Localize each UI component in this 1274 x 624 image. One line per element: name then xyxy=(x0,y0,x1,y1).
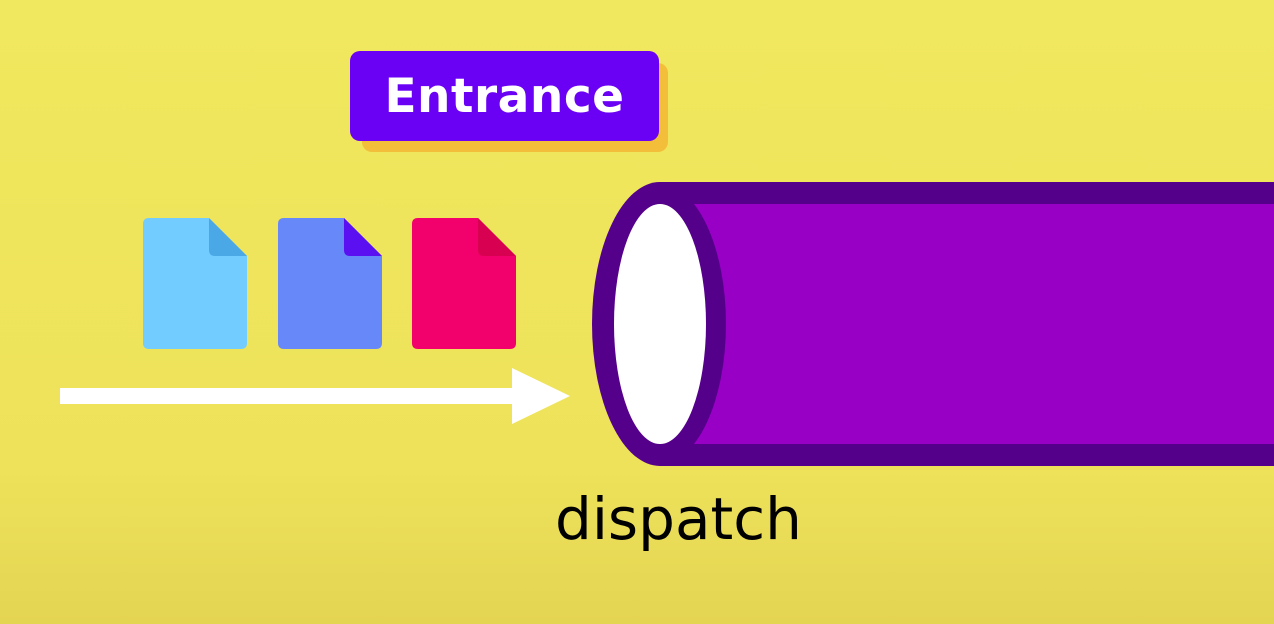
document-icon-light-blue xyxy=(143,218,247,349)
pipe xyxy=(592,182,1274,466)
arrow-right-icon xyxy=(60,368,570,424)
pipe-opening xyxy=(614,204,706,444)
dispatch-caption: dispatch xyxy=(555,485,802,553)
document-icon-blue xyxy=(278,218,382,349)
entrance-label: Entrance xyxy=(350,51,659,141)
entrance-badge: Entrance xyxy=(350,51,668,152)
document-icon-pink xyxy=(412,218,516,349)
